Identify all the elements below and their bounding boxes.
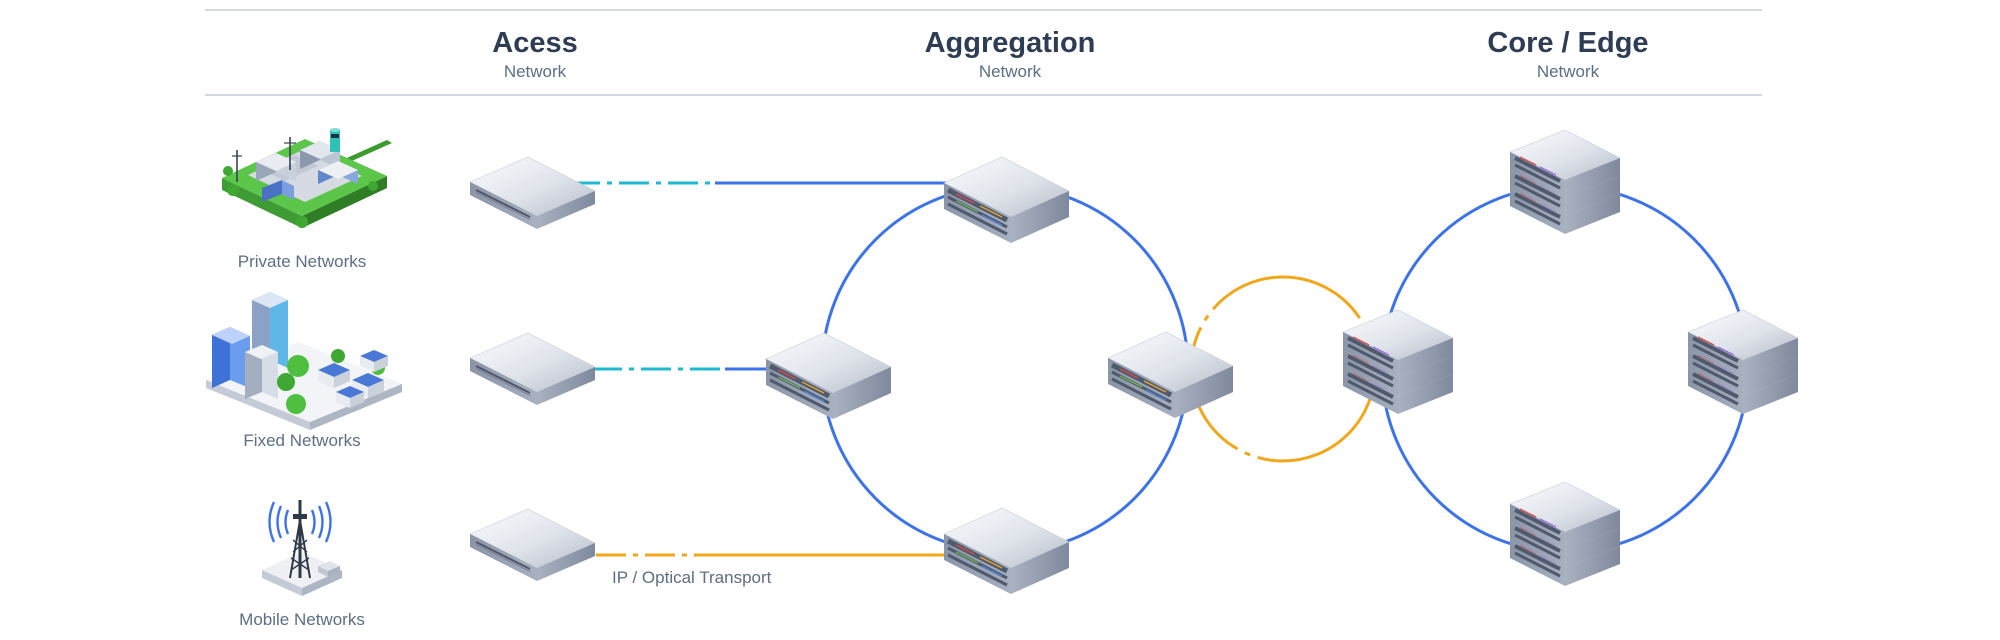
column-title: Aggregation [924,27,1096,59]
city-buildings-icon [206,292,402,430]
column-title: Core / Edge [1487,27,1649,59]
column-subtitle: Network [1536,62,1600,81]
column-header-aggregation: Aggregation Network [810,26,1210,83]
access-switch-2 [469,332,596,406]
core-router-bottom [1510,482,1620,586]
column-subtitle: Network [503,62,567,81]
aggregation-router-right [1108,332,1233,418]
column-title: Acess [492,27,578,59]
column-header-access: Acess Network [335,26,735,83]
source-label-mobile: Mobile Networks [239,610,365,629]
access-switch-1 [469,156,596,230]
source-label-fixed: Fixed Networks [243,431,361,450]
aggregation-router-top [944,157,1069,243]
cell-tower-icon [262,500,342,596]
access-switch-3 [469,508,596,582]
access-links [570,181,950,557]
core-router-right [1688,310,1798,414]
aggregation-router-left [766,333,891,419]
core-router-left [1343,310,1453,414]
transport-label: IP / Optical Transport [612,568,772,587]
core-router-top [1510,130,1620,234]
header-bottom-divider [205,94,1762,96]
source-label-private: Private Networks [237,252,367,271]
header-top-divider [205,9,1762,11]
industrial-campus-icon [222,128,392,228]
column-header-core-edge: Core / Edge Network [1368,26,1768,83]
column-subtitle: Network [978,62,1042,81]
aggregation-router-bottom [944,508,1069,594]
